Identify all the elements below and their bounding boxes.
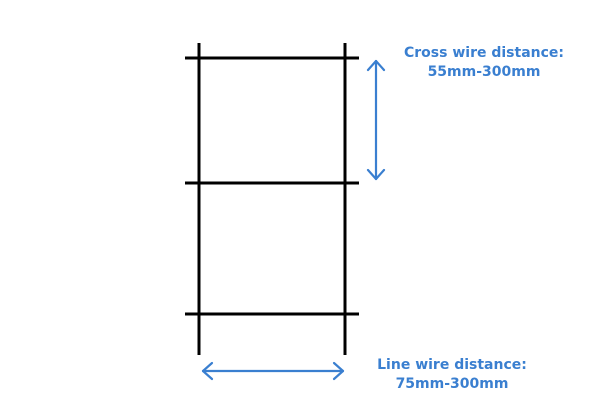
cross-wire-distance-range: 55mm-300mm xyxy=(427,64,541,80)
line-wire-distance-label: Line wire distance: 75mm-300mm xyxy=(372,356,532,394)
line-wire-distance-arrow xyxy=(201,361,345,381)
line-wire-distance-range: 75mm-300mm xyxy=(395,376,509,392)
line-wire-distance-title: Line wire distance: xyxy=(377,357,527,373)
cross-wire-distance-title: Cross wire distance: xyxy=(404,45,564,61)
cross-wire-distance-label: Cross wire distance: 55mm-300mm xyxy=(400,44,568,82)
cross-wire-distance-arrow xyxy=(366,59,386,181)
